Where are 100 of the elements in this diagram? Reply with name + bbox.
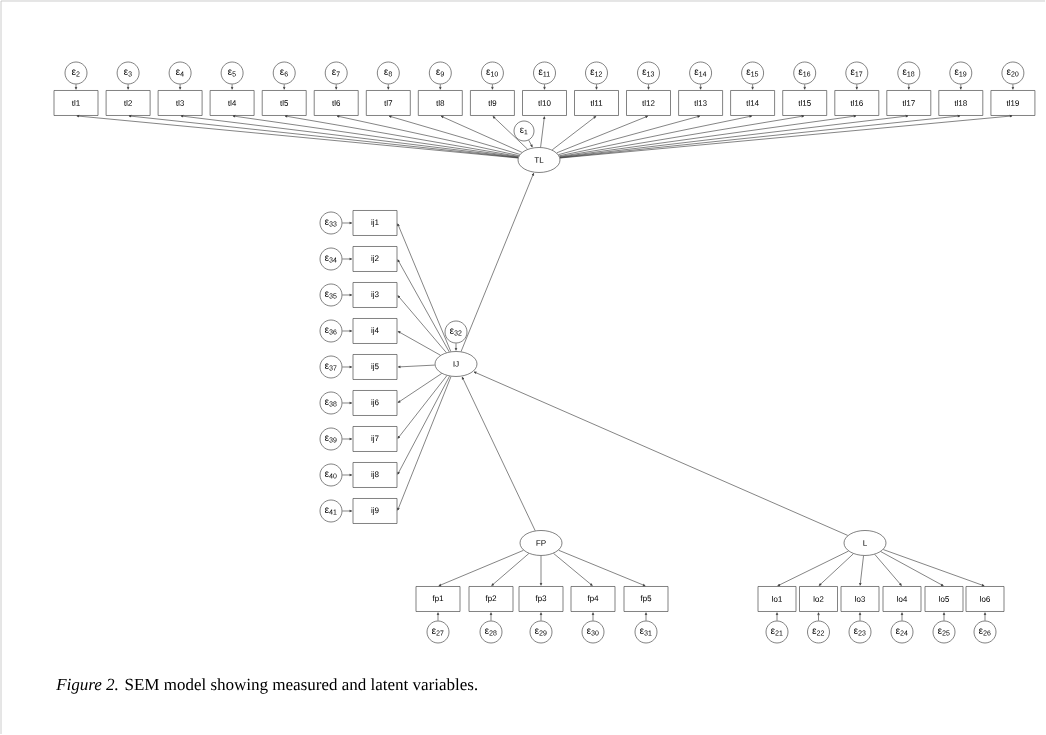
arrow [559, 115, 805, 157]
arrow [539, 555, 543, 586]
arrow [883, 549, 985, 587]
measured-variable-box: ij8 [352, 462, 398, 488]
arrow [528, 139, 533, 148]
measured-variable-box: tl6 [313, 90, 359, 116]
measured-variable-box: tl8 [417, 90, 463, 116]
arrow [232, 115, 519, 158]
arrow [397, 364, 436, 368]
arrow [492, 116, 528, 150]
measured-variable-box: tl14 [730, 90, 775, 116]
arrow [556, 115, 648, 154]
arrow [803, 84, 806, 90]
arrow [387, 84, 390, 90]
arrow [818, 553, 854, 586]
arrow [336, 115, 520, 156]
measured-variable-box: tl13 [678, 90, 723, 116]
measured-variable-box: fp2 [468, 586, 514, 612]
arrow [179, 84, 182, 90]
arrow [644, 612, 648, 621]
measured-variable-box: tl16 [834, 90, 880, 116]
arrow [397, 223, 452, 352]
measured-variable-box: tl3 [157, 90, 203, 116]
measured-variable-box: tl5 [261, 90, 307, 116]
measured-variable-box: fp5 [623, 586, 669, 612]
arrow [460, 172, 534, 352]
measured-variable-box: tl10 [522, 90, 567, 116]
arrow [342, 365, 353, 369]
arrow [436, 612, 440, 621]
arrow [959, 84, 962, 90]
arrow [342, 437, 353, 441]
measured-variable-box: lo1 [757, 586, 797, 612]
measured-variable-box: ij4 [352, 318, 398, 344]
arrow [127, 84, 130, 90]
arrow [454, 343, 458, 351]
arrow [751, 84, 754, 90]
measured-variable-box: tl18 [938, 90, 984, 116]
measured-variable-box: ij5 [352, 354, 398, 380]
measured-variable-box: tl11 [574, 90, 619, 116]
arrow [900, 612, 904, 621]
arrow [342, 509, 353, 513]
arrow [342, 329, 353, 333]
measured-variable-box: lo4 [882, 586, 922, 612]
arrow [397, 375, 450, 475]
arrow [283, 84, 286, 90]
measured-variable-box: tl2 [105, 90, 151, 116]
arrow [907, 84, 910, 90]
measured-variable-box: tl1 [53, 90, 99, 116]
measured-variable-box: tl7 [365, 90, 411, 116]
arrow [397, 259, 450, 353]
measured-variable-box: lo5 [924, 586, 964, 612]
arrow [551, 116, 597, 151]
arrow [439, 84, 442, 90]
arrow [539, 612, 543, 621]
measured-variable-box: fp4 [570, 586, 616, 612]
arrow [473, 371, 849, 536]
arrow [335, 84, 338, 90]
arrow [942, 612, 946, 621]
measured-variable-box: ij1 [352, 210, 398, 236]
arrow [491, 553, 530, 586]
arrow [591, 612, 595, 621]
arrow [983, 612, 987, 621]
arrow [880, 551, 944, 587]
arrow [491, 84, 494, 90]
measured-variable-box: lo2 [799, 586, 838, 612]
arrow [397, 376, 452, 511]
measured-variable-box: ij6 [352, 390, 398, 416]
measured-variable-box: tl15 [782, 90, 828, 116]
arrow [647, 84, 650, 90]
arrow [859, 555, 864, 586]
arrow [777, 550, 849, 587]
arrow [397, 331, 441, 356]
measured-variable-box: ij9 [352, 498, 398, 524]
arrow [342, 473, 353, 477]
arrow [489, 612, 493, 621]
figure-caption: Figure 2. SEM model showing measured and latent variables. [56, 678, 478, 694]
arrow [342, 293, 353, 297]
arrow [855, 84, 858, 90]
arrow [440, 115, 523, 153]
arrow [553, 553, 593, 586]
arrow [558, 549, 646, 587]
measured-variable-box: tl12 [626, 90, 671, 116]
arrow [397, 375, 448, 439]
measured-variable-box: tl9 [470, 90, 515, 116]
arrow [874, 554, 902, 586]
arrow [817, 612, 820, 621]
measured-variable-box: tl4 [209, 90, 255, 116]
measured-variable-box: tl19 [990, 90, 1036, 116]
arrow [397, 295, 447, 353]
arrow [438, 550, 524, 587]
arrow [461, 376, 536, 531]
arrow [558, 115, 753, 157]
arrow [858, 612, 862, 621]
arrow [388, 115, 521, 155]
arrow [180, 115, 519, 158]
arrow [74, 84, 78, 90]
measured-variable-box: tl17 [886, 90, 932, 116]
arrow [543, 84, 546, 90]
measured-variable-box: fp3 [518, 586, 564, 612]
arrow [558, 115, 701, 155]
